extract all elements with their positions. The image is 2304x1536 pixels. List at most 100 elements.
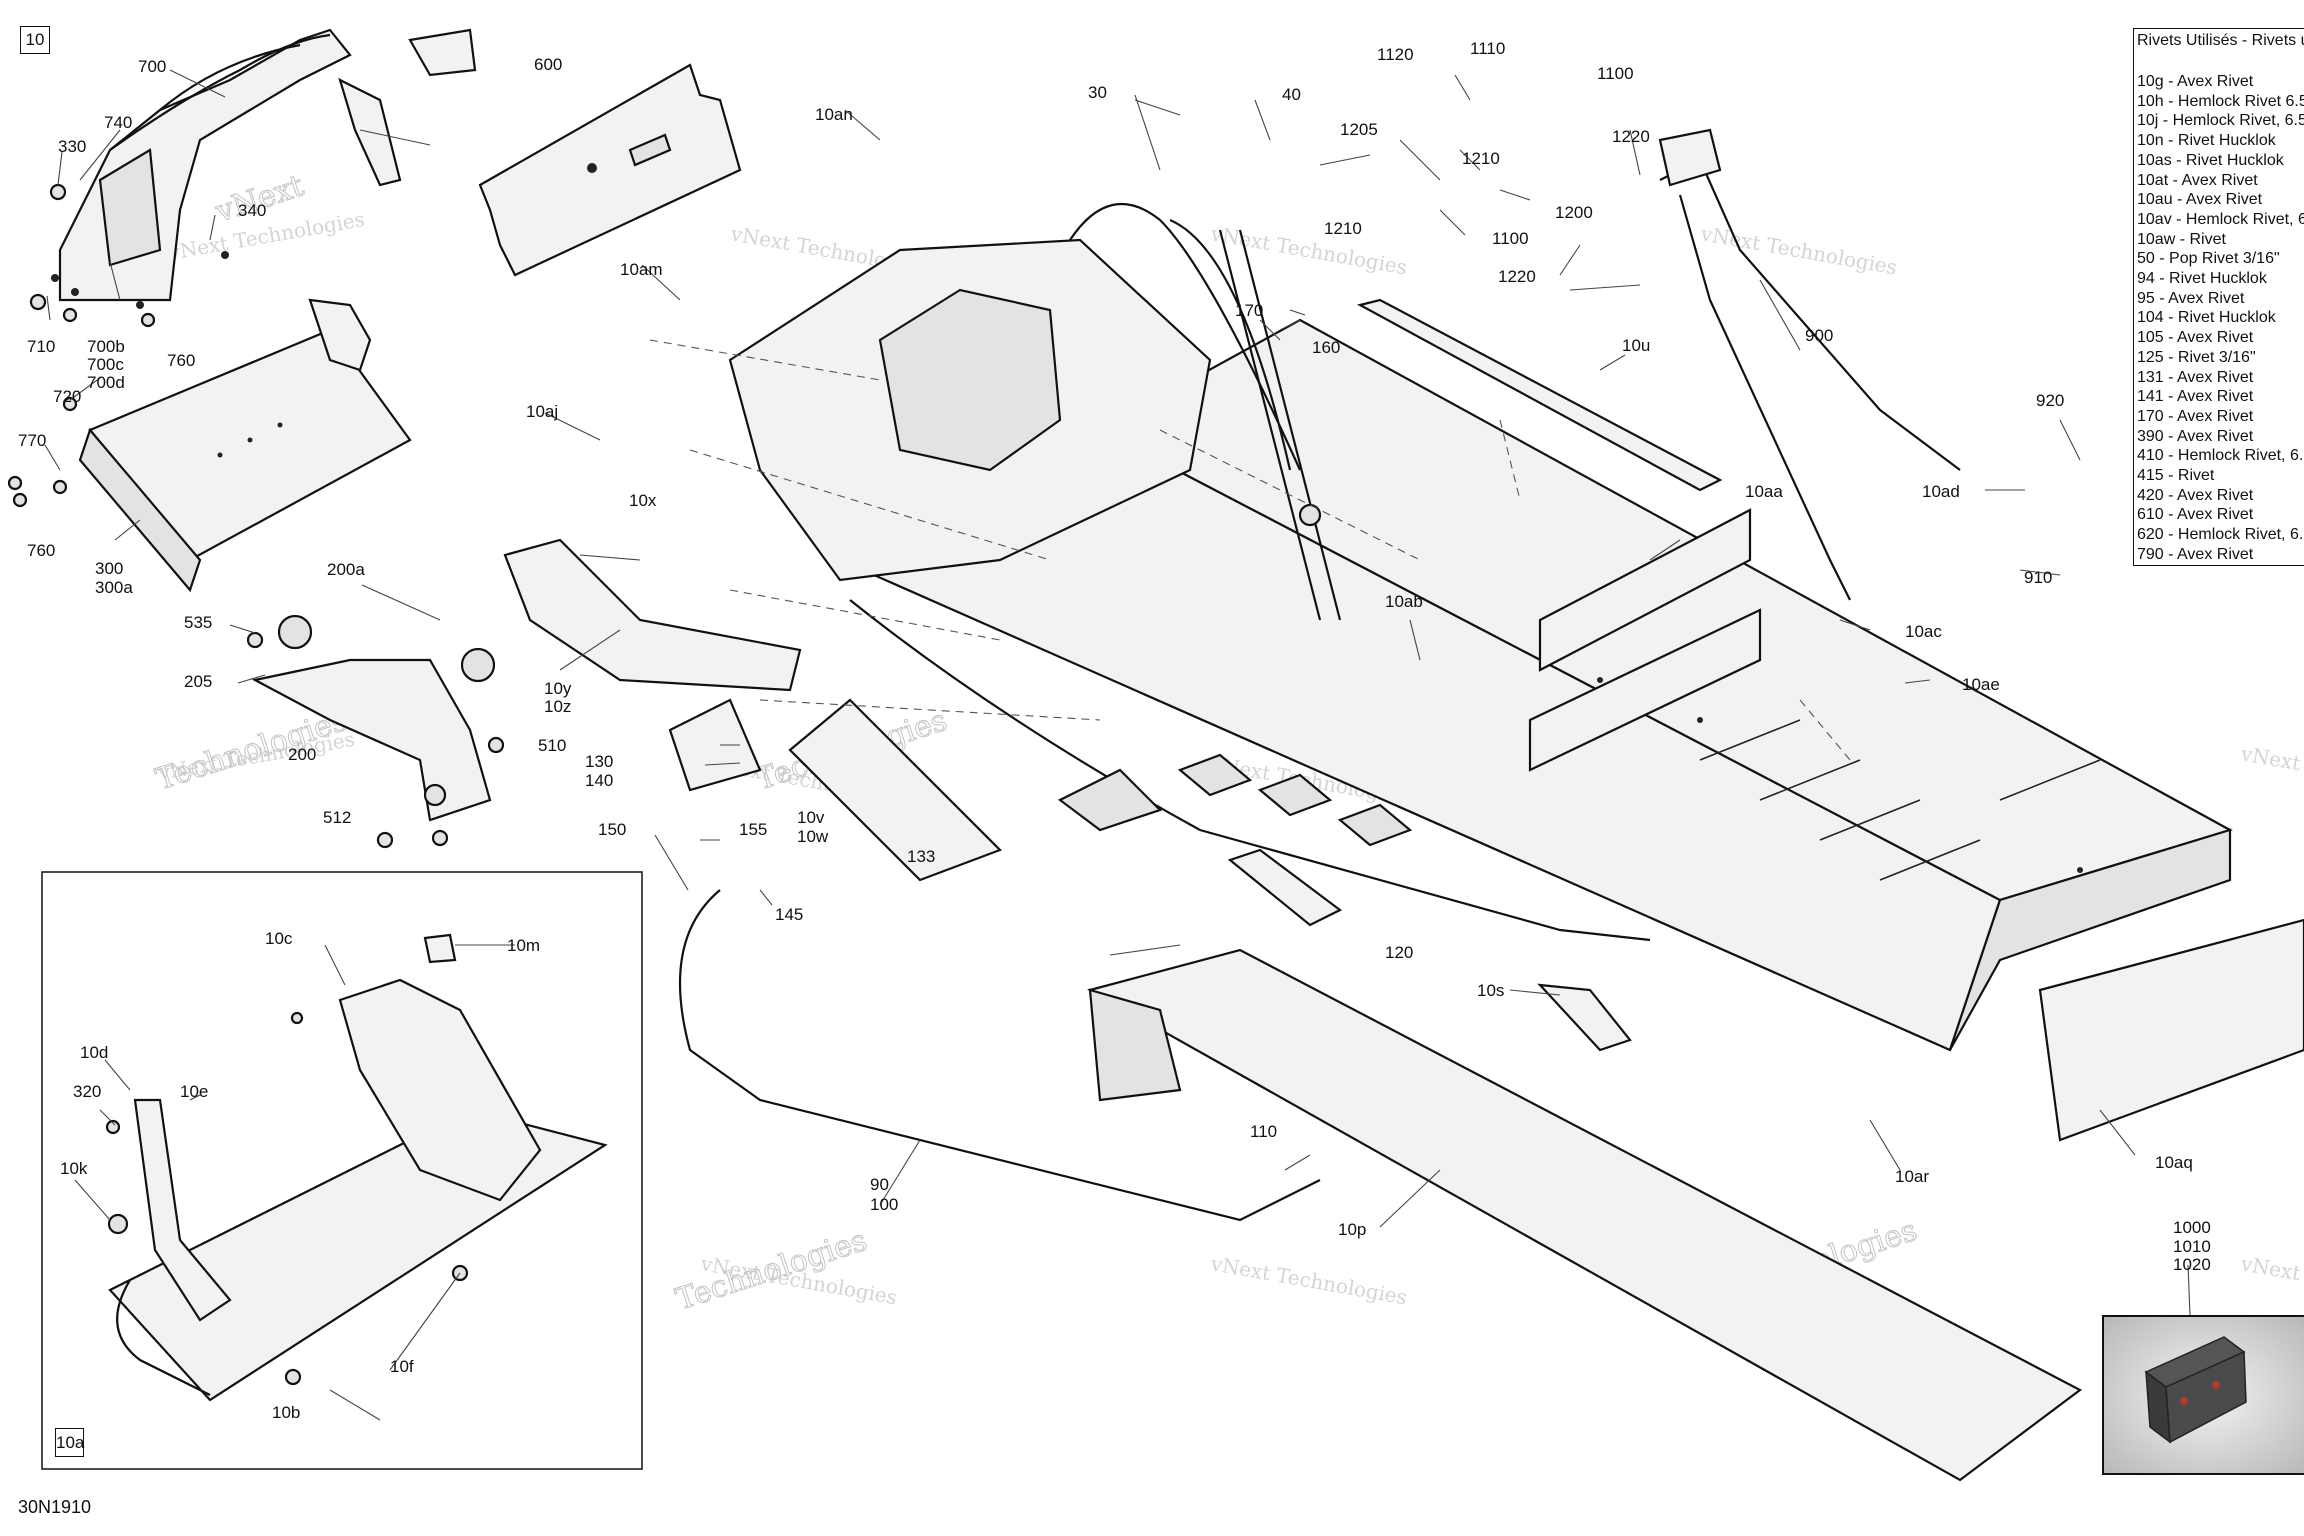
steering-column-tube <box>1069 202 1302 471</box>
skid-plate-10v <box>788 698 1002 882</box>
callout-label: 10w <box>797 827 829 846</box>
legend-item: 131 - Avex Rivet <box>2137 368 2254 386</box>
page-number: 10 <box>25 30 45 49</box>
sub-tab-10m <box>423 933 457 964</box>
callout-label: 600 <box>534 55 562 74</box>
callout-label: 10aj <box>526 402 558 421</box>
callout-label: 140 <box>585 771 613 790</box>
legend-title: Rivets Utilisés - Rivets u <box>2137 32 2304 49</box>
callout-label: 720 <box>53 387 81 406</box>
callout-label: 1110 <box>1470 39 1505 58</box>
rear-bar-bracket <box>1658 128 1722 187</box>
lower-frame-tube <box>849 599 1651 942</box>
callout-label: 700b <box>87 337 125 356</box>
subassembly-label: 10a <box>56 1433 85 1452</box>
callout-label: 700c <box>87 355 124 374</box>
bolt-icon <box>7 475 23 491</box>
rivet-icon <box>62 396 78 412</box>
bolt-icon <box>52 479 68 495</box>
legend-item: 10aw - Rivet <box>2137 230 2226 248</box>
bolt-icon <box>246 631 264 649</box>
floor-pan-edge <box>78 427 202 593</box>
callout-label: 330 <box>58 137 86 156</box>
skid-cutout <box>1057 768 1163 832</box>
callout-label: 205 <box>184 672 212 691</box>
legend-item: 95 - Avex Rivet <box>2137 289 2245 307</box>
rivet-icon <box>107 1213 129 1235</box>
callout-label: 700 <box>138 57 166 76</box>
floor-cutout <box>1177 753 1253 797</box>
callout-label: 760 <box>167 351 195 370</box>
part-photo-image <box>2104 1317 2304 1473</box>
callout-label: 10e <box>180 1082 208 1101</box>
subassembly-label-box: 10a <box>55 1428 84 1457</box>
legend-item: 10av - Hemlock Rivet, 6. <box>2137 210 2304 228</box>
callout-label: 130 <box>585 752 613 771</box>
callout-label: 512 <box>323 808 351 827</box>
floor-pan-bracket <box>308 298 372 372</box>
legend-item: 10h - Hemlock Rivet 6.5 <box>2137 92 2304 110</box>
callout-label: 155 <box>739 820 767 839</box>
callout-label: 900 <box>1805 326 1833 345</box>
tunnel-rib <box>1699 719 2101 881</box>
fasteners-top-left <box>7 183 156 508</box>
flap-10p <box>1087 948 2083 1482</box>
legend-item: 790 - Avex Rivet <box>2137 545 2254 563</box>
suspension-mount-200 <box>246 614 505 849</box>
bolt-icon <box>105 1119 121 1135</box>
sub-floor-lip <box>116 1279 211 1396</box>
rivet-icon <box>284 1368 302 1386</box>
front-frame-tube <box>109 33 331 151</box>
callout-label: 910 <box>2024 568 2052 587</box>
watermark-text: vNext Technologies <box>1208 1251 1409 1309</box>
bushing-icon <box>423 783 447 807</box>
callout-label: 1120 <box>1377 45 1414 64</box>
callout-label: 10c <box>265 929 293 948</box>
callout-label: 10aq <box>2155 1153 2193 1172</box>
bar-90 <box>678 889 1321 1222</box>
callout-label: 100 <box>870 1195 898 1214</box>
callout-label: 1220 <box>1612 127 1650 146</box>
bracket-10aa <box>1538 508 1752 672</box>
leader-lines <box>44 69 2191 1421</box>
callout-label: 1220 <box>1498 267 1536 286</box>
legend-item: 415 - Rivet <box>2137 467 2215 485</box>
main-chassis <box>728 202 2233 1068</box>
callout-label: 1000 <box>2173 1218 2211 1237</box>
front-frame-plate <box>58 28 352 302</box>
callout-label: 145 <box>775 905 803 924</box>
callout-label: 10am <box>620 260 663 279</box>
callout-label: 10v <box>797 808 825 827</box>
callout-label: 10y <box>544 679 572 698</box>
legend-item: 105 - Avex Rivet <box>2137 329 2254 347</box>
part-photo-1000 <box>2102 1315 2304 1475</box>
callout-label: 10ad <box>1922 482 1960 501</box>
legend-item: 10at - Avex Rivet <box>2137 171 2258 189</box>
bolt-icon <box>12 492 28 508</box>
legend-item: 94 - Rivet Hucklok <box>2137 270 2267 288</box>
callout-label: 10z <box>544 697 571 716</box>
legend-item: 10au - Avex Rivet <box>2137 191 2263 209</box>
legend-item: 10as - Rivet Hucklok <box>2137 151 2284 169</box>
sub-bulkhead <box>338 978 542 1202</box>
sub-side-bracket <box>133 1098 232 1322</box>
rail-10u <box>1356 298 1723 492</box>
callout-label: 160 <box>1312 338 1340 357</box>
callout-label: 133 <box>907 847 935 866</box>
legend-item: 610 - Avex Rivet <box>2137 506 2254 524</box>
legend-item: 50 - Pop Rivet 3/16" <box>2137 250 2280 268</box>
callout-label: 10s <box>1477 981 1504 1000</box>
callout-label: 1210 <box>1462 149 1500 168</box>
callout-label: 10f <box>390 1357 414 1376</box>
callout-label: 1205 <box>1340 120 1378 139</box>
rivet-icon <box>62 307 78 323</box>
callout-label: 10ab <box>1385 592 1423 611</box>
callout-label: 510 <box>538 736 566 755</box>
legend-item: 390 - Avex Rivet <box>2137 427 2254 445</box>
callout-label: 30 <box>1088 83 1107 102</box>
rivet-icon <box>140 312 156 328</box>
callout-label: 700d <box>87 373 125 392</box>
subassembly-10a-panel <box>41 871 643 1470</box>
callout-label: 1010 <box>2173 1237 2211 1256</box>
